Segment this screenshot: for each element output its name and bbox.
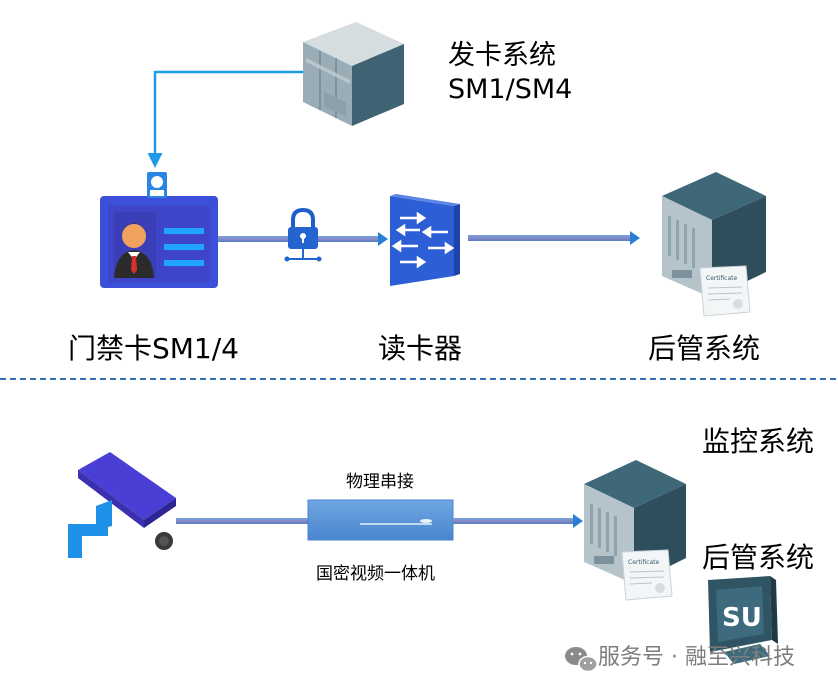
physical-link-label: 物理串接 [346,472,414,492]
camera-icon [68,452,176,558]
card-reader-icon [390,194,460,286]
access-card-label: 门禁卡SM1/4 [68,332,239,365]
device-to-server-arrowhead [573,514,583,528]
issuer-to-card-connector [147,70,303,168]
video-device-label: 国密视频一体机 [316,564,435,584]
access-card-icon [100,172,218,288]
monitoring-system-label: 监控系统 [702,425,815,458]
su-monitor-icon: SU [708,576,778,664]
card-reader-label: 读卡器 [378,332,463,365]
card-to-reader-arrowhead [378,232,388,246]
wechat-icon [565,647,598,673]
backend-system-bottom-label: 后管系统 [702,541,815,574]
camera-to-device-link [176,518,308,524]
device-to-server-link [453,518,573,524]
monitoring-server-icon [584,460,686,584]
issuer-system-title: 发卡系统 [448,40,556,71]
su-badge-text: SU [722,603,762,633]
certificate-bottom-text: Certificate [628,559,659,566]
video-encryption-device [307,499,454,541]
watermark-text: 服务号 · 融至兴科技 [598,645,795,670]
certificate-top-icon: Certificate [699,265,751,317]
certificate-top-text: Certificate [706,275,737,282]
issuer-server-box [303,22,404,126]
reader-to-backend-link [468,235,630,241]
backend-system-top-label: 后管系统 [648,332,761,365]
reader-to-backend-arrowhead [630,231,640,245]
backend-server-top-icon [662,172,766,298]
issuer-system-algo: SM1/SM4 [448,74,573,105]
certificate-bottom-icon: Certificate [621,549,673,601]
lock-icon [284,207,322,262]
